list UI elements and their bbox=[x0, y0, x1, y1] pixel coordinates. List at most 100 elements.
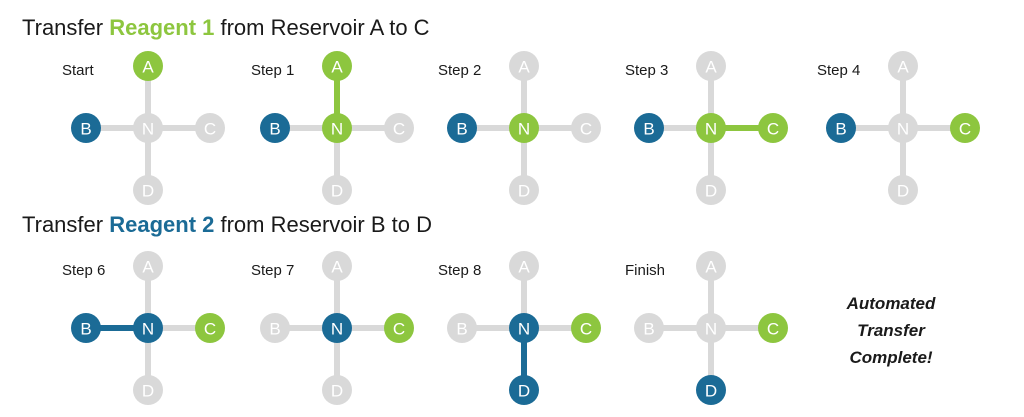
node-b bbox=[447, 313, 477, 343]
node-label-b: B bbox=[643, 120, 654, 139]
node-label-n: N bbox=[518, 120, 530, 139]
node-b bbox=[260, 313, 290, 343]
node-n bbox=[696, 113, 726, 143]
node-label-b: B bbox=[835, 120, 846, 139]
node-a bbox=[888, 51, 918, 81]
node-label-b: B bbox=[456, 320, 467, 339]
step-label: Step 3 bbox=[625, 62, 669, 79]
node-label-n: N bbox=[705, 320, 717, 339]
node-label-n: N bbox=[705, 120, 717, 139]
node-a bbox=[696, 51, 726, 81]
node-label-d: D bbox=[142, 382, 154, 401]
node-a bbox=[509, 51, 539, 81]
node-d bbox=[133, 375, 163, 405]
node-label-a: A bbox=[897, 58, 909, 77]
node-b bbox=[71, 113, 101, 143]
node-b bbox=[634, 113, 664, 143]
step-diagram: A B C D N bbox=[71, 51, 225, 205]
node-n bbox=[509, 313, 539, 343]
step-label: Step 2 bbox=[438, 62, 482, 79]
step-diagram: A B C D N bbox=[71, 251, 225, 405]
heading-suffix: from Reservoir B to D bbox=[214, 212, 432, 237]
node-n bbox=[133, 113, 163, 143]
step-diagram: A B C D N bbox=[447, 51, 601, 205]
node-label-d: D bbox=[142, 182, 154, 201]
heading-prefix: Transfer bbox=[22, 212, 110, 237]
step-diagram: A B C D N bbox=[447, 251, 601, 405]
step-label: Step 8 bbox=[438, 262, 482, 279]
node-d bbox=[696, 375, 726, 405]
node-b bbox=[71, 313, 101, 343]
node-n bbox=[322, 113, 352, 143]
node-d bbox=[322, 175, 352, 205]
node-label-a: A bbox=[705, 258, 717, 277]
section-heading-reagent-1: Transfer Reagent 1 from Reservoir A to C bbox=[22, 14, 430, 42]
node-label-a: A bbox=[518, 58, 530, 77]
node-label-n: N bbox=[518, 320, 530, 339]
node-label-n: N bbox=[331, 320, 343, 339]
node-label-d: D bbox=[331, 182, 343, 201]
node-label-a: A bbox=[142, 58, 154, 77]
node-label-b: B bbox=[456, 120, 467, 139]
node-b bbox=[260, 113, 290, 143]
node-label-a: A bbox=[331, 258, 343, 277]
node-label-n: N bbox=[142, 120, 154, 139]
node-c bbox=[571, 313, 601, 343]
node-label-c: C bbox=[580, 320, 592, 339]
node-label-d: D bbox=[331, 382, 343, 401]
step-label: Step 6 bbox=[62, 262, 106, 279]
node-label-b: B bbox=[80, 320, 91, 339]
node-c bbox=[195, 313, 225, 343]
node-label-c: C bbox=[767, 320, 779, 339]
node-d bbox=[509, 375, 539, 405]
node-c bbox=[950, 113, 980, 143]
step-label: Start bbox=[62, 62, 94, 79]
node-label-d: D bbox=[897, 182, 909, 201]
step-label: Step 7 bbox=[251, 262, 295, 279]
step-diagram: A B C D N bbox=[634, 251, 788, 405]
completion-note: Automated Transfer Complete! bbox=[836, 290, 946, 371]
node-label-b: B bbox=[80, 120, 91, 139]
node-b bbox=[826, 113, 856, 143]
node-d bbox=[133, 175, 163, 205]
node-label-a: A bbox=[518, 258, 530, 277]
completion-note-line: Transfer bbox=[857, 321, 925, 340]
step-label: Finish bbox=[625, 262, 666, 279]
step-label: Step 1 bbox=[251, 62, 295, 79]
node-label-c: C bbox=[580, 120, 592, 139]
node-n bbox=[888, 113, 918, 143]
node-a bbox=[322, 251, 352, 281]
node-c bbox=[758, 113, 788, 143]
completion-note-line: Automated bbox=[846, 294, 936, 313]
node-a bbox=[696, 251, 726, 281]
node-c bbox=[758, 313, 788, 343]
node-label-c: C bbox=[393, 120, 405, 139]
section-heading-reagent-2: Transfer Reagent 2 from Reservoir B to D bbox=[22, 211, 432, 239]
heading-reagent-name: Reagent 1 bbox=[109, 15, 215, 40]
node-a bbox=[509, 251, 539, 281]
node-label-d: D bbox=[518, 182, 530, 201]
node-d bbox=[696, 175, 726, 205]
node-label-n: N bbox=[142, 320, 154, 339]
node-label-a: A bbox=[705, 58, 717, 77]
node-label-b: B bbox=[269, 320, 280, 339]
node-c bbox=[195, 113, 225, 143]
node-label-d: D bbox=[518, 382, 530, 401]
node-label-n: N bbox=[331, 120, 343, 139]
node-c bbox=[571, 113, 601, 143]
node-label-c: C bbox=[204, 320, 216, 339]
node-d bbox=[509, 175, 539, 205]
node-c bbox=[384, 313, 414, 343]
heading-suffix: from Reservoir A to C bbox=[214, 15, 430, 40]
node-label-c: C bbox=[204, 120, 216, 139]
node-label-n: N bbox=[897, 120, 909, 139]
node-label-a: A bbox=[142, 258, 154, 277]
node-label-c: C bbox=[767, 120, 779, 139]
node-label-b: B bbox=[269, 120, 280, 139]
node-label-b: B bbox=[643, 320, 654, 339]
node-label-d: D bbox=[705, 382, 717, 401]
